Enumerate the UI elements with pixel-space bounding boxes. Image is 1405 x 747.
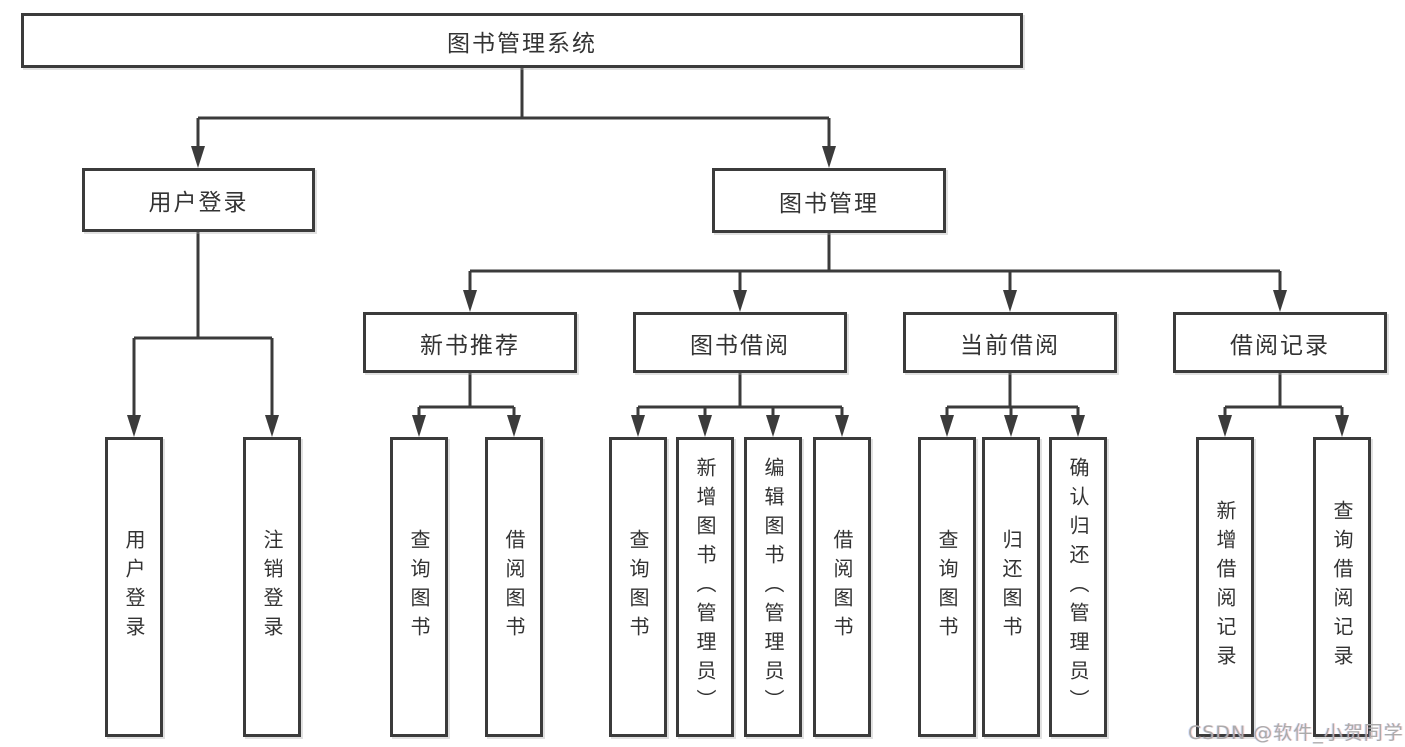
- node-user-login-label: 用户登录: [148, 190, 249, 216]
- arrowhead-icon: [698, 415, 712, 437]
- leaf-confirm-return-admin-label: 确认归还（管理员）: [1066, 456, 1090, 718]
- arrowhead-icon: [191, 146, 205, 168]
- node-book-borrow: 图书借阅: [633, 312, 847, 373]
- node-new-book-recommend-label: 新书推荐: [420, 332, 520, 359]
- leaf-add-borrow-record-label: 新增借阅记录: [1213, 500, 1237, 674]
- arrowhead-icon: [265, 415, 279, 437]
- arrowhead-icon: [1003, 290, 1017, 312]
- arrowhead-icon: [1004, 415, 1018, 437]
- arrowhead-icon: [940, 415, 954, 437]
- leaf-user-login: 用户登录: [105, 437, 163, 737]
- leaf-borrow-books-recommend: 借阅图书: [485, 437, 543, 737]
- arrowhead-icon: [631, 415, 645, 437]
- leaf-borrow-books: 借阅图书: [813, 437, 871, 737]
- leaf-borrow-books-label: 借阅图书: [830, 529, 854, 645]
- leaf-logout-label: 注销登录: [260, 529, 284, 645]
- arrowhead-icon: [1273, 290, 1287, 312]
- leaf-query-books-borrow: 查询图书: [609, 437, 667, 737]
- node-borrow-records: 借阅记录: [1173, 312, 1387, 373]
- leaf-query-books-borrow-label: 查询图书: [626, 529, 650, 645]
- leaf-query-books-current-label: 查询图书: [935, 529, 959, 645]
- arrowhead-icon: [822, 146, 836, 168]
- arrowhead-icon: [1335, 415, 1349, 437]
- connector-book-borrow-children: [631, 373, 849, 437]
- arrowhead-icon: [1218, 415, 1232, 437]
- connector-book-management-children: [463, 233, 1287, 312]
- leaf-query-books-recommend-label: 查询图书: [407, 529, 431, 645]
- connector-borrow-record-children: [1218, 373, 1349, 437]
- node-current-borrow: 当前借阅: [903, 312, 1117, 373]
- arrowhead-icon: [835, 415, 849, 437]
- arrowhead-icon: [463, 290, 477, 312]
- leaf-user-login-label: 用户登录: [122, 529, 146, 645]
- csdn-watermark: CSDN @软件_小贺同学: [1188, 722, 1404, 744]
- leaf-add-borrow-record: 新增借阅记录: [1196, 437, 1254, 737]
- leaf-query-borrow-record-label: 查询借阅记录: [1330, 500, 1354, 674]
- leaf-add-books-admin: 新增图书（管理员）: [676, 437, 734, 737]
- connector-user-login-children: [127, 232, 279, 437]
- node-new-book-recommend: 新书推荐: [363, 312, 577, 373]
- leaf-add-books-admin-label: 新增图书（管理员）: [693, 456, 717, 718]
- leaf-return-books-label: 归还图书: [999, 529, 1023, 645]
- node-root: 图书管理系统: [21, 13, 1023, 68]
- node-book-management: 图书管理: [712, 168, 946, 233]
- node-user-login: 用户登录: [82, 168, 315, 232]
- connector-current-borrow-children: [940, 373, 1085, 437]
- arrowhead-icon: [733, 290, 747, 312]
- arrowhead-icon: [766, 415, 780, 437]
- connector-new-book-children: [412, 373, 521, 437]
- arrowhead-icon: [1071, 415, 1085, 437]
- leaf-logout: 注销登录: [243, 437, 301, 737]
- node-borrow-records-label: 借阅记录: [1230, 332, 1330, 359]
- leaf-edit-books-admin: 编辑图书（管理员）: [744, 437, 802, 737]
- leaf-edit-books-admin-label: 编辑图书（管理员）: [761, 456, 785, 718]
- leaf-query-books-current: 查询图书: [918, 437, 976, 737]
- leaf-return-books: 归还图书: [982, 437, 1040, 737]
- leaf-query-borrow-record: 查询借阅记录: [1313, 437, 1371, 737]
- leaf-query-books-recommend: 查询图书: [390, 437, 448, 737]
- arrowhead-icon: [507, 415, 521, 437]
- connector-root-to-level2: [191, 68, 836, 168]
- arrowhead-icon: [127, 415, 141, 437]
- arrowhead-icon: [412, 415, 426, 437]
- node-book-management-label: 图书管理: [779, 190, 879, 217]
- leaf-borrow-books-recommend-label: 借阅图书: [502, 529, 526, 645]
- node-root-label: 图书管理系统: [447, 30, 597, 57]
- node-book-borrow-label: 图书借阅: [690, 332, 790, 359]
- node-current-borrow-label: 当前借阅: [960, 332, 1060, 359]
- leaf-confirm-return-admin: 确认归还（管理员）: [1049, 437, 1107, 737]
